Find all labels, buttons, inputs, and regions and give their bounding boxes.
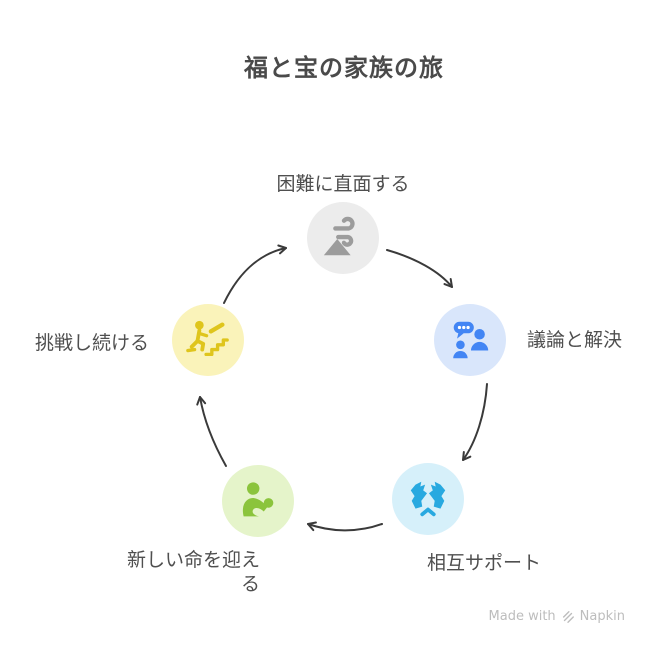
label-keep-challenging: 挑戦し続ける <box>35 332 150 354</box>
label-welcome-new-life: 新しい命を迎える <box>126 549 260 595</box>
node-keep-challenging <box>172 304 244 376</box>
label-discussion-resolution: 議論と解決 <box>527 329 623 351</box>
label-face-difficulties: 困難に直面する <box>276 173 410 195</box>
arrow-challenge-to-difficulty <box>223 244 287 304</box>
stairs-climb-icon <box>185 317 231 363</box>
arrow-support-to-newlife <box>307 521 383 532</box>
wind-mountain-icon <box>320 215 366 261</box>
node-face-difficulties <box>307 202 379 274</box>
discussion-people-icon <box>447 317 493 363</box>
label-mutual-support: 相互サポート <box>427 552 542 574</box>
watermark-prefix: Made with <box>488 609 556 624</box>
arrow-discussion-to-support <box>462 383 488 461</box>
node-mutual-support <box>392 463 464 535</box>
node-discussion-resolution <box>434 304 506 376</box>
diagram-title: 福と宝の家族の旅 <box>244 54 444 82</box>
helping-hands-icon <box>405 476 451 522</box>
node-welcome-new-life <box>222 465 294 537</box>
arrow-newlife-to-challenge <box>196 396 227 467</box>
watermark: Made with Napkin <box>489 609 625 624</box>
napkin-logo-icon <box>561 610 575 624</box>
parent-baby-icon <box>235 478 281 524</box>
watermark-brand: Napkin <box>579 609 625 624</box>
arrow-difficulty-to-discussion <box>386 249 453 288</box>
